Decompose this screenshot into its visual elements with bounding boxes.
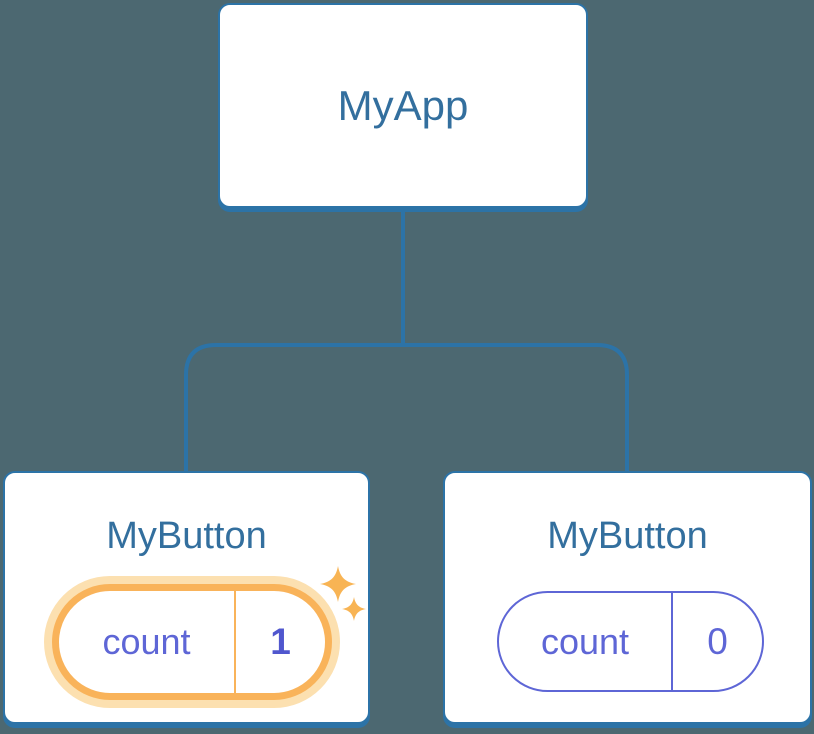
state-badge-plain: count 0 bbox=[497, 591, 764, 692]
node-myapp-label: MyApp bbox=[337, 81, 469, 129]
node-mybutton-left-label: MyButton bbox=[106, 515, 267, 557]
sparkle-icon-small bbox=[342, 597, 366, 621]
state-value: 0 bbox=[707, 620, 728, 662]
node-mybutton-right-label: MyButton bbox=[547, 515, 708, 557]
state-badge-divider bbox=[671, 593, 673, 690]
node-mybutton-left: MyButton count 1 bbox=[3, 471, 370, 724]
state-value: 1 bbox=[270, 621, 291, 662]
state-name-label: count bbox=[102, 621, 191, 662]
node-myapp: MyApp bbox=[218, 3, 588, 208]
state-badge-highlighted: count 1 bbox=[52, 584, 332, 700]
state-name-label: count bbox=[540, 620, 630, 662]
state-badge-divider bbox=[234, 591, 236, 693]
sparkle-icon-large bbox=[320, 566, 356, 602]
branch-line bbox=[184, 343, 629, 471]
node-mybutton-right: MyButton count 0 bbox=[443, 471, 812, 724]
